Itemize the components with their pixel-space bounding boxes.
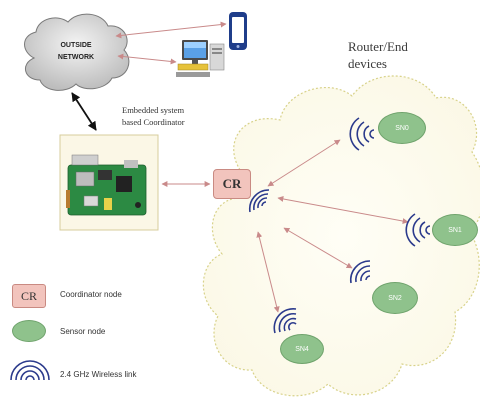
cloud-board-link <box>71 92 97 131</box>
sensor-node-sn2[interactable]: SN2 <box>372 282 418 314</box>
outside-network-line2: NETWORK <box>57 54 95 61</box>
cloud-computer-link <box>117 53 177 65</box>
embedded-board-image <box>59 134 159 231</box>
coordinator-node[interactable]: CR <box>213 169 251 199</box>
coordinator-title-line2: based Coordinator <box>122 117 185 127</box>
legend-sensor-symbol <box>12 320 46 342</box>
wireless-icon-sn0 <box>349 117 375 151</box>
legend-coordinator-label: Coordinator node <box>60 290 122 299</box>
desktop-computer-icon <box>176 40 225 77</box>
router-devices-title: Router/End devices <box>348 38 408 72</box>
outside-network-cloud <box>24 13 130 91</box>
sensor-node-sn4[interactable]: SN4 <box>280 334 324 364</box>
cr-sn1-link <box>277 196 409 224</box>
outside-network-label: OUTSIDE NETWORK <box>44 40 108 64</box>
smartphone-icon <box>229 12 247 50</box>
cr-sn4-link <box>256 231 280 313</box>
wireless-icon-sn2 <box>349 260 371 284</box>
legend-wireless-icon <box>10 360 50 381</box>
cr-sn0-link <box>267 139 341 187</box>
wireless-icon-sn4 <box>273 308 297 334</box>
router-title-line2: devices <box>348 56 387 71</box>
cr-sn2-link <box>283 227 353 269</box>
wireless-icon-sn1 <box>405 213 431 247</box>
legend-coordinator-symbol: CR <box>12 284 46 308</box>
outside-network-line1: OUTSIDE <box>60 42 92 49</box>
sensor-node-sn1[interactable]: SN1 <box>432 214 478 246</box>
legend-sensor-label: Sensor node <box>60 327 106 336</box>
coordinator-title-line1: Embedded system <box>122 105 185 115</box>
router-title-line1: Router/End <box>348 39 408 54</box>
cloud-phone-link <box>115 21 227 39</box>
wireless-icon-cr <box>248 189 270 213</box>
legend-wireless-label: 2.4 GHz Wireless link <box>60 370 137 379</box>
sensor-node-sn0[interactable]: SN0 <box>378 112 426 144</box>
coordinator-title: Embedded system based Coordinator <box>122 104 185 128</box>
